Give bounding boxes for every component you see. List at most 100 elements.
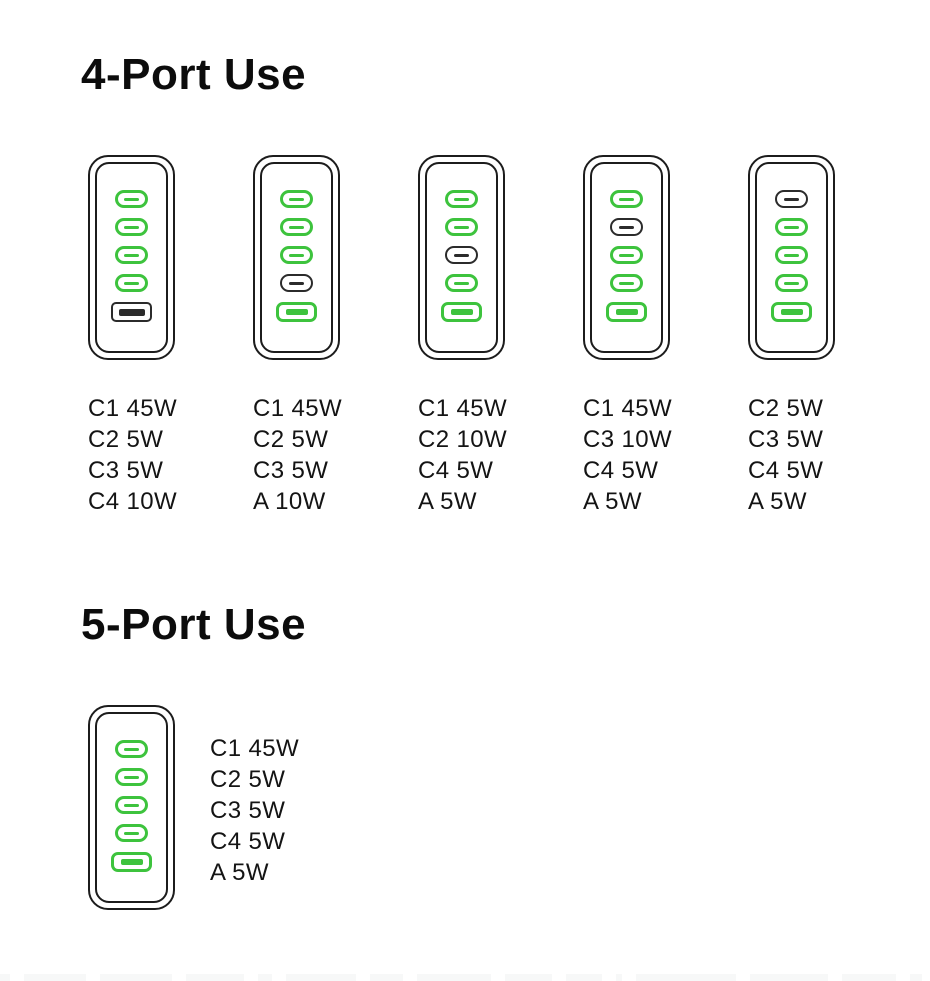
usb-a-port-active-icon bbox=[441, 302, 482, 322]
cropped-row-fragment bbox=[616, 974, 622, 981]
usb-a-port-active-icon bbox=[771, 302, 812, 322]
usb-c-port-active-icon bbox=[445, 218, 478, 236]
power-label: C4 5W bbox=[583, 457, 659, 484]
usb-c-port-active-icon bbox=[115, 796, 148, 814]
charger-faceplate bbox=[425, 162, 498, 353]
usb-c-pin bbox=[619, 197, 634, 201]
usb-c-pin bbox=[124, 831, 139, 835]
cropped-row-fragment bbox=[417, 974, 491, 981]
usb-a-port-active-icon bbox=[606, 302, 647, 322]
usb-c-port-inactive-icon bbox=[775, 190, 808, 208]
charger-body bbox=[583, 155, 670, 360]
usb-c-pin bbox=[784, 253, 799, 257]
usb-c-pin bbox=[454, 197, 469, 201]
usb-c-pin bbox=[124, 225, 139, 229]
usb-c-pin bbox=[454, 225, 469, 229]
usb-c-port-active-icon bbox=[115, 190, 148, 208]
cropped-row-fragment bbox=[842, 974, 896, 981]
usb-c-pin bbox=[289, 281, 304, 285]
charger-faceplate bbox=[95, 712, 168, 903]
power-label: C3 5W bbox=[210, 797, 286, 824]
usb-c-port-inactive-icon bbox=[280, 274, 313, 292]
charger-figure: C1 45W C2 10W C4 5W A 5W bbox=[418, 155, 508, 517]
usb-c-pin bbox=[124, 775, 139, 779]
usb-c-port-active-icon bbox=[115, 246, 148, 264]
usb-c-pin bbox=[289, 253, 304, 257]
usb-c-port-inactive-icon bbox=[610, 218, 643, 236]
usb-c-port-active-icon bbox=[280, 190, 313, 208]
usb-c-pin bbox=[619, 281, 634, 285]
power-label: C4 5W bbox=[748, 457, 824, 484]
power-label: C4 5W bbox=[210, 828, 286, 855]
usb-c-pin bbox=[124, 747, 139, 751]
cropped-row-fragment bbox=[505, 974, 552, 981]
four-port-section-title: 4-Port Use bbox=[81, 50, 307, 99]
usb-c-port-active-icon bbox=[775, 246, 808, 264]
port-power-labels: C1 45W C2 10W C4 5W A 5W bbox=[418, 393, 508, 517]
usb-c-port-active-icon bbox=[115, 824, 148, 842]
usb-c-pin bbox=[784, 225, 799, 229]
usb-a-port-active-icon bbox=[276, 302, 317, 322]
charger-body bbox=[253, 155, 340, 360]
usb-c-port-active-icon bbox=[115, 768, 148, 786]
power-label: C2 5W bbox=[748, 395, 824, 422]
charger-body bbox=[748, 155, 835, 360]
charger-body bbox=[88, 155, 175, 360]
power-label: A 5W bbox=[210, 859, 269, 886]
power-label: A 5W bbox=[418, 488, 477, 515]
usb-c-pin bbox=[289, 225, 304, 229]
power-label: C4 5W bbox=[418, 457, 494, 484]
usb-c-pin bbox=[454, 281, 469, 285]
usb-a-tongue bbox=[450, 309, 473, 315]
usb-c-pin bbox=[619, 253, 634, 257]
power-label: C3 5W bbox=[88, 457, 164, 484]
usb-c-port-active-icon bbox=[115, 274, 148, 292]
usb-a-tongue bbox=[120, 859, 143, 865]
usb-c-port-active-icon bbox=[610, 246, 643, 264]
power-label: C1 45W bbox=[210, 735, 300, 762]
usb-a-tongue bbox=[118, 308, 145, 316]
power-label: C1 45W bbox=[583, 395, 673, 422]
usb-c-port-inactive-icon bbox=[445, 246, 478, 264]
power-label: C1 45W bbox=[418, 395, 508, 422]
usb-c-pin bbox=[124, 197, 139, 201]
cropped-row-fragment bbox=[910, 974, 922, 981]
cropped-row-fragment bbox=[636, 974, 736, 981]
cropped-row-fragment bbox=[186, 974, 244, 981]
usb-c-port-active-icon bbox=[115, 218, 148, 236]
usb-a-tongue bbox=[615, 309, 638, 315]
cropped-row-fragment bbox=[750, 974, 828, 981]
usb-c-port-active-icon bbox=[280, 246, 313, 264]
usb-c-port-active-icon bbox=[445, 274, 478, 292]
cropped-row-fragment bbox=[0, 974, 10, 981]
usb-a-tongue bbox=[780, 309, 803, 315]
cropped-row-fragment bbox=[566, 974, 602, 981]
power-label: C1 45W bbox=[88, 395, 178, 422]
power-label: C2 5W bbox=[88, 426, 164, 453]
usb-c-port-active-icon bbox=[775, 218, 808, 236]
power-label: C2 10W bbox=[418, 426, 508, 453]
cropped-row-fragment bbox=[258, 974, 272, 981]
charger-body bbox=[88, 705, 175, 910]
usb-c-pin bbox=[124, 803, 139, 807]
charger-faceplate bbox=[260, 162, 333, 353]
five-port-power-labels: C1 45W C2 5W C3 5W C4 5W A 5W bbox=[210, 705, 299, 888]
usb-a-tongue bbox=[285, 309, 308, 315]
charger-body bbox=[418, 155, 505, 360]
five-port-section-title: 5-Port Use bbox=[81, 600, 307, 649]
power-label: C2 5W bbox=[210, 766, 286, 793]
charger-faceplate bbox=[590, 162, 663, 353]
usb-a-port-active-icon bbox=[111, 852, 152, 872]
power-label: A 10W bbox=[253, 488, 326, 515]
five-port-area: C1 45W C2 5W C3 5W C4 5W A 5W bbox=[88, 705, 299, 910]
usb-c-port-active-icon bbox=[445, 190, 478, 208]
cropped-row-fragment bbox=[24, 974, 86, 981]
power-label: C1 45W bbox=[253, 395, 343, 422]
cropped-bottom-content-strip bbox=[0, 974, 930, 981]
